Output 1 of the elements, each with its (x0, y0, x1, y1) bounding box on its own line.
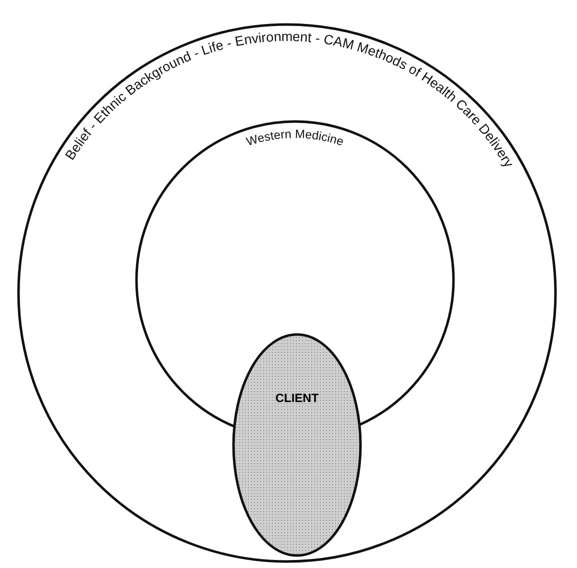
client-label: CLIENT (275, 391, 319, 405)
